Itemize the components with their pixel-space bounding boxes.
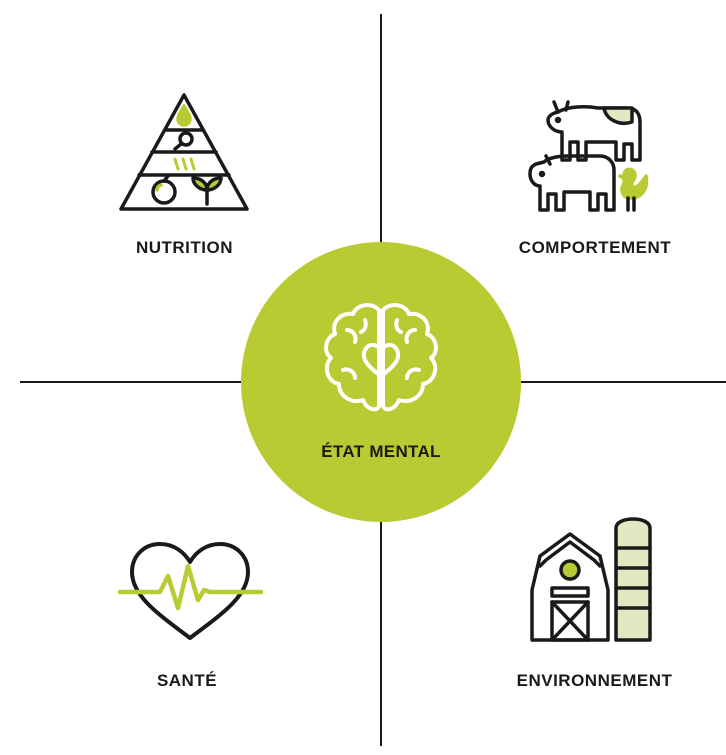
environnement-label: ENVIRONNEMENT (516, 671, 673, 690)
comportement-label: COMPORTEMENT (518, 238, 672, 257)
center-label: ÉTAT MENTAL (321, 442, 441, 461)
heart-pulse-icon (117, 540, 264, 642)
barn-silo-icon (526, 508, 666, 648)
farm-animals-icon (528, 92, 653, 217)
nutrition-label: NUTRITION (135, 238, 234, 257)
sante-label: SANTÉ (156, 671, 218, 690)
brain-heart-icon (321, 300, 441, 418)
center-circle: ÉTAT MENTAL (241, 242, 521, 522)
food-pyramid-icon (119, 92, 249, 212)
